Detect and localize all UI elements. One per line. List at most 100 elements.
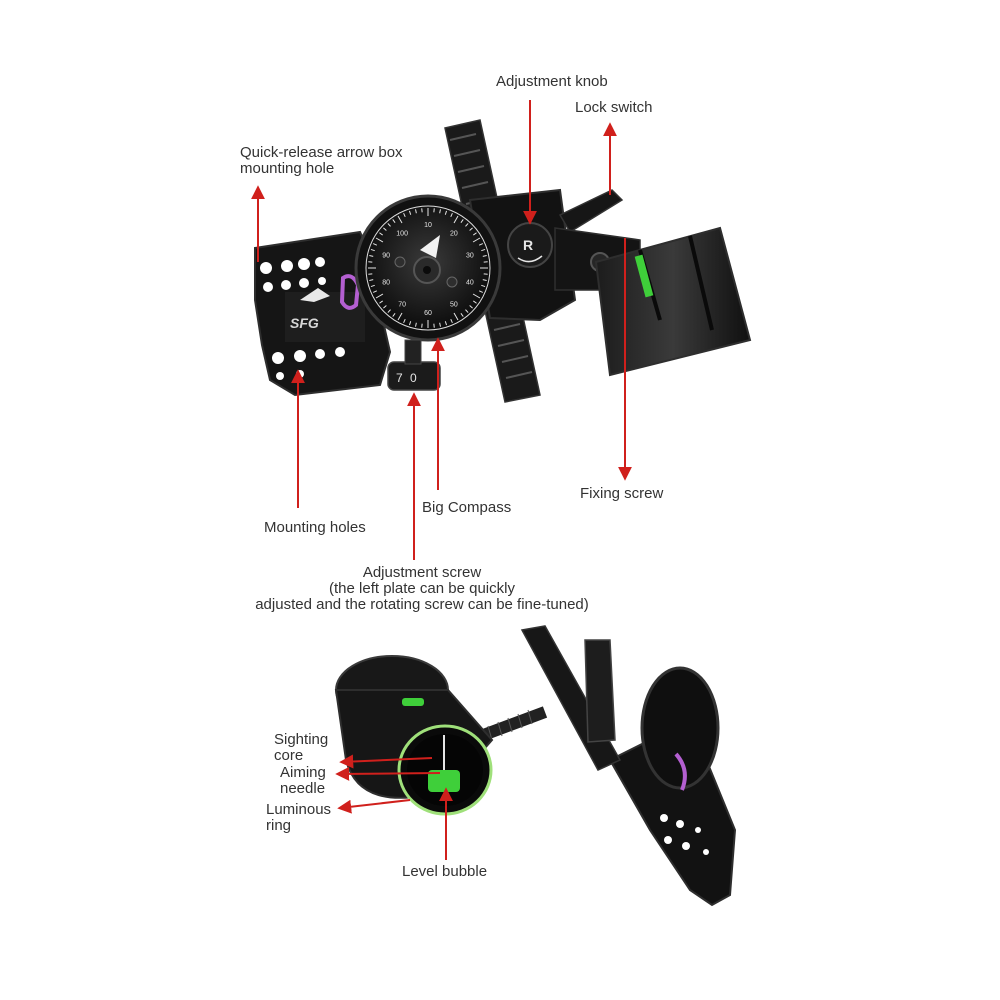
dial-tick — [481, 248, 486, 252]
dial-tick — [465, 309, 469, 313]
dial-tick — [450, 318, 453, 324]
label-big-compass: Big Compass — [422, 499, 512, 516]
sight-side-view — [334, 625, 737, 907]
dial-pointer-icon — [420, 235, 440, 258]
dial-tick — [375, 293, 384, 299]
dial-number: 20 — [450, 230, 458, 237]
dial-tick — [370, 248, 375, 252]
dial-tick — [469, 227, 473, 231]
dial-number: 60 — [424, 310, 432, 317]
scope-level-window — [634, 254, 654, 298]
dial-number: 50 — [450, 302, 458, 309]
mounting-holes-upper — [260, 257, 326, 292]
bottom-dial-disk — [640, 666, 720, 790]
screw-digit: 0 — [410, 371, 417, 385]
dial-tick — [444, 210, 448, 215]
dial-tick — [453, 215, 459, 224]
dial-tick — [379, 232, 383, 236]
dial-tick — [408, 321, 412, 326]
callout-lines — [251, 100, 632, 860]
dial-number: 80 — [382, 280, 390, 287]
knob-letter: R — [523, 237, 533, 253]
adjustment-knob: R — [507, 222, 553, 268]
dial-number: 40 — [466, 280, 474, 287]
dial-tick — [439, 322, 441, 327]
dial-tick — [481, 284, 486, 288]
dial-tick — [465, 223, 469, 227]
sight-top-view: SFG 10 20 30 40 50 60 70 80 90 100 — [254, 119, 752, 403]
label-mounting-holes: Mounting holes — [264, 519, 366, 536]
dial-tick — [478, 243, 484, 246]
dial-tick — [375, 237, 384, 243]
label-quick-release: Quick-release arrow box mounting hole — [240, 144, 403, 177]
adjustment-screw-drum: 7 0 — [387, 339, 441, 391]
label-adjustment-screw: Adjustment screw (the left plate can be … — [255, 564, 589, 613]
dial-tick — [415, 209, 417, 214]
label-level-bubble: Level bubble — [402, 863, 488, 880]
dial-tick — [469, 305, 473, 309]
dial-tick — [369, 255, 374, 257]
dial-number: 90 — [382, 252, 390, 259]
dial-tick — [387, 309, 391, 313]
label-aiming-needle: Aiming needle — [280, 764, 326, 797]
dial-tick — [383, 305, 387, 309]
big-compass-dial: 10 20 30 40 50 60 70 80 90 100 — [354, 194, 502, 342]
dial-tick — [478, 290, 484, 293]
label-sighting-core: Sighting core — [274, 731, 329, 764]
dial-tick — [444, 321, 448, 326]
dial-tick — [392, 313, 396, 317]
bottom-mounting-holes — [660, 814, 709, 855]
label-fixing-screw: Fixing screw — [580, 485, 664, 502]
dial-number: 30 — [466, 252, 474, 259]
logo-text: SFG — [290, 315, 319, 331]
dial-tick — [482, 255, 487, 257]
dial-tick — [372, 290, 378, 293]
label-adjustment-knob: Adjustment knob — [496, 73, 608, 90]
dial-tick — [403, 212, 406, 218]
dial-tick — [473, 300, 477, 304]
dial-side-screw-icon — [446, 276, 458, 288]
dial-tick — [460, 219, 464, 223]
callout-luminous-ring — [337, 799, 411, 814]
label-lock-switch: Lock switch — [575, 99, 653, 116]
dial-tick — [460, 313, 464, 317]
dial-number: 100 — [396, 230, 408, 237]
level-bubble-vial — [428, 770, 460, 792]
dial-tick — [372, 243, 378, 246]
dial-tick — [482, 279, 487, 281]
dial-tick — [439, 209, 441, 214]
top-level-window — [402, 698, 424, 706]
dial-number: 70 — [398, 302, 406, 309]
dial-tick — [379, 300, 383, 304]
purple-clip — [339, 274, 361, 310]
bottom-toothed-rail — [584, 639, 616, 743]
dial-tick — [392, 219, 396, 223]
dial-tick — [383, 227, 387, 231]
sfg-logo: SFG — [290, 288, 330, 331]
screw-digit: 7 — [396, 371, 403, 385]
callout-aiming-needle — [335, 766, 441, 781]
dial-numbers: 10 20 30 40 50 60 70 80 90 100 — [382, 222, 474, 317]
dial-tick — [472, 293, 481, 299]
dial-number: 10 — [424, 222, 432, 229]
label-luminous-ring: Luminous ring — [266, 801, 332, 834]
dial-tick — [472, 237, 481, 243]
dial-tick — [453, 312, 459, 321]
dial-tick — [369, 279, 374, 281]
dial-tick — [387, 223, 391, 227]
dial-tick — [370, 284, 375, 288]
dial-tick — [408, 210, 412, 215]
scope-cylinder — [334, 655, 494, 816]
dial-tick — [473, 232, 477, 236]
dial-ticks — [368, 208, 488, 328]
dial-side-screw-icon — [394, 256, 406, 268]
scope-housing — [594, 226, 752, 377]
lock-switch-lever — [558, 189, 624, 234]
dial-tick — [403, 318, 406, 324]
dial-tick — [450, 212, 453, 218]
bottom-purple-clip — [674, 752, 687, 791]
callout-sighting-core — [339, 754, 433, 769]
dial-tick — [397, 312, 403, 321]
dial-tick — [415, 322, 417, 327]
